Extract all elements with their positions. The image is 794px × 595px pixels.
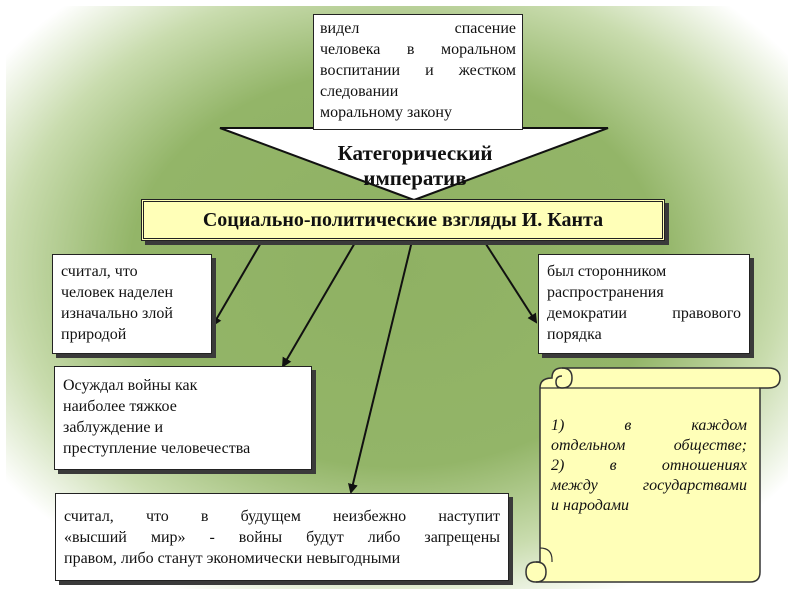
- top-box-line: воспитании и жестком: [320, 62, 516, 79]
- box-democracy-line: был сторонником: [547, 263, 667, 280]
- box-war-line: преступление человечества: [63, 440, 251, 457]
- imperative-line: императив: [363, 166, 467, 190]
- box-higher-peace: считал, что в будущем неизбежно наступит…: [55, 493, 509, 581]
- top-box-line: человека в моральном: [320, 41, 516, 58]
- box-democracy-line: распространения: [547, 284, 664, 301]
- box-evil-line: считал, что: [61, 263, 138, 280]
- box-evil-line: человек наделен: [61, 284, 174, 301]
- scroll-line: 1) в каждом: [551, 417, 747, 434]
- box-peace-line: считал, что в будущем неизбежно наступит: [64, 508, 500, 525]
- box-war: Осуждал войны как наиболее тяжкое заблуж…: [54, 366, 312, 470]
- scroll-line: между государствами: [551, 477, 747, 494]
- box-war-line: наиболее тяжкое: [63, 398, 177, 415]
- scroll-line: 2) в отношениях: [551, 457, 747, 474]
- box-democracy-line: демократии правового: [547, 305, 741, 322]
- imperative-line: Категорический: [337, 141, 493, 165]
- scroll-text: 1) в каждом отдельном обществе; 2) в отн…: [551, 416, 747, 516]
- box-evil-nature: считал, что человек наделен изначально з…: [52, 254, 212, 354]
- scroll-line: и народами: [551, 497, 630, 514]
- box-war-line: Осуждал войны как: [63, 377, 198, 394]
- top-box-line: следовании: [320, 83, 399, 100]
- arrow-to-evil: [211, 240, 263, 327]
- title-box: Социально-политические взгляды И. Канта: [141, 199, 665, 241]
- arrow-to-peace: [348, 240, 413, 494]
- scroll-shape: [525, 367, 781, 583]
- box-war-line: заблуждение и: [63, 419, 164, 436]
- box-democracy: был сторонником распространения демократ…: [538, 254, 750, 354]
- top-box-line: моральному закону: [320, 104, 452, 121]
- top-box-line: видел спасение: [320, 20, 516, 37]
- imperative-label: Категорический императив: [300, 141, 530, 191]
- box-democracy-line: порядка: [547, 326, 602, 343]
- arrow-to-war: [281, 240, 357, 368]
- box-peace-line: правом, либо станут экономически невыгод…: [64, 550, 401, 567]
- box-evil-line: изначально злой: [61, 305, 173, 322]
- scroll-line: отдельном обществе;: [551, 437, 747, 454]
- top-box-moral-law: видел спасение человека в моральном восп…: [313, 14, 523, 130]
- box-evil-line: природой: [61, 326, 127, 343]
- box-peace-line: «высший мир» - войны будут либо запрещен…: [64, 529, 500, 546]
- arrow-to-democracy: [483, 240, 538, 324]
